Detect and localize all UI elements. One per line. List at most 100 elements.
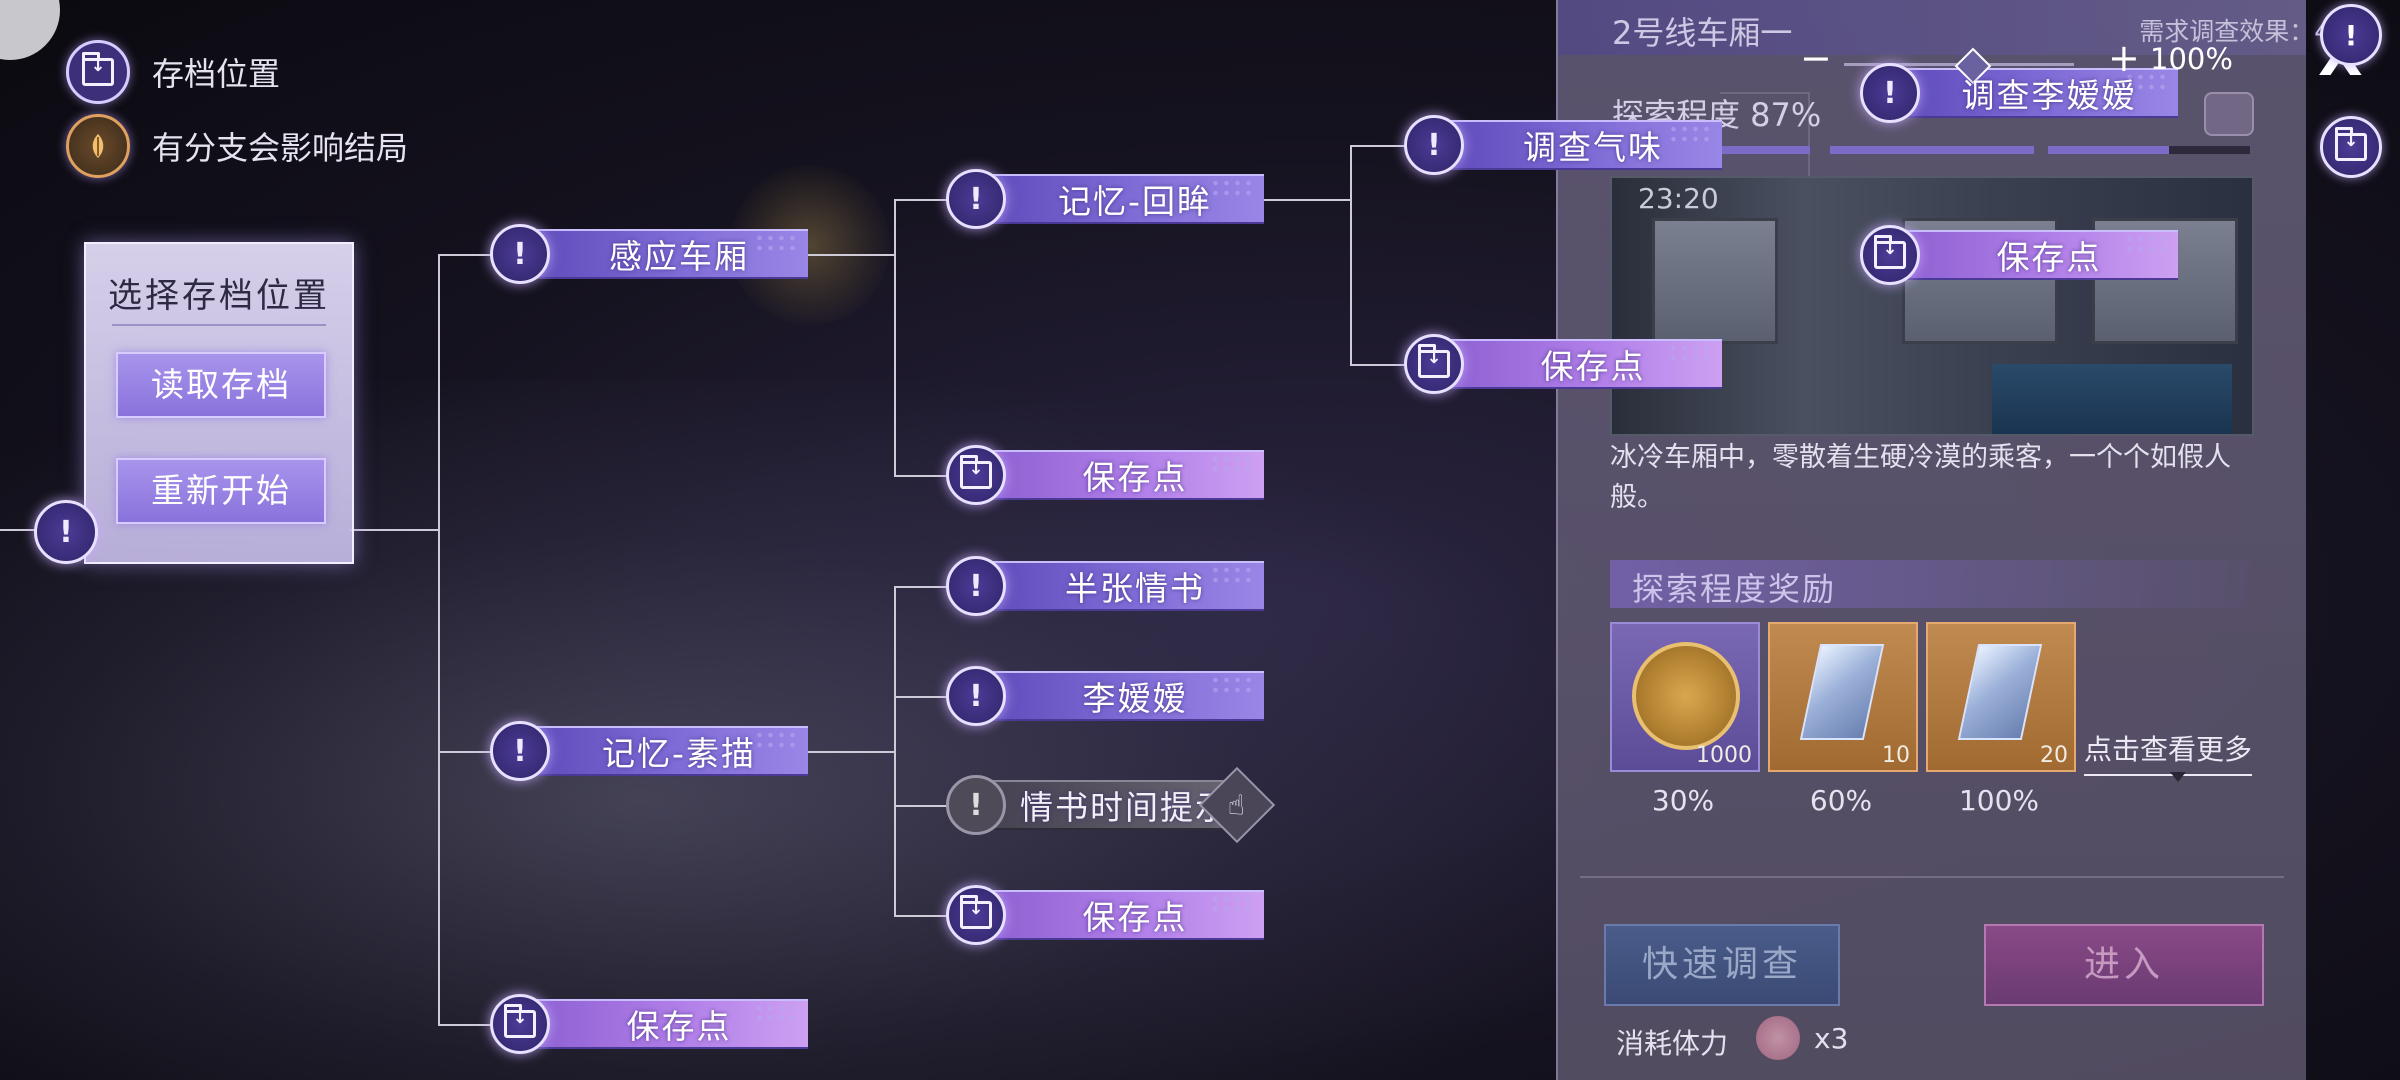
reward-item[interactable]: 20 <box>1926 622 2076 772</box>
connector-line <box>438 254 440 1024</box>
restart-button[interactable]: 重新开始 <box>116 458 326 524</box>
node-sense-car[interactable]: ! 感应车厢 <box>490 224 808 284</box>
folder-icon[interactable] <box>2320 116 2382 178</box>
connector-line <box>894 199 954 201</box>
node-label: 保存点 <box>626 1007 732 1046</box>
connector-line <box>438 1024 498 1026</box>
reward-qty: 20 <box>2040 743 2068 768</box>
connector-line <box>894 475 954 477</box>
node-save-point[interactable]: 保存点 <box>946 445 1264 505</box>
alert-icon: ! <box>946 556 1006 616</box>
alert-icon: ! <box>946 169 1006 229</box>
node-label: 保存点 <box>1996 238 2102 277</box>
progress-segment <box>2048 146 2250 154</box>
legend-branch-label: 有分支会影响结局 <box>152 129 409 167</box>
folder-icon <box>66 40 130 104</box>
alert-icon[interactable]: ! <box>2320 4 2382 66</box>
save-select-popup: 选择存档位置 读取存档 重新开始 <box>84 242 354 564</box>
reward-item[interactable]: 1000 <box>1610 622 1760 772</box>
node-save-point[interactable]: 保存点 <box>1860 225 2178 285</box>
folder-icon <box>946 445 1006 505</box>
node-li-aiai[interactable]: ! 李嫒嫒 <box>946 666 1264 726</box>
zoom-in-button[interactable]: + <box>2108 36 2140 80</box>
divider <box>112 324 326 326</box>
stamina-heart-icon <box>1756 1016 1800 1060</box>
alert-icon: ! <box>946 666 1006 726</box>
node-investigate-li[interactable]: ! 调查李嫒嫒 <box>1860 63 2178 123</box>
node-investigate-smell[interactable]: ! 调查气味 <box>1404 115 1722 175</box>
node-memory-sketch[interactable]: ! 记忆-素描 <box>490 721 808 781</box>
location-description: 冰冷车厢中，零散着生硬冷漠的乘客，一个个如假人般。 <box>1610 442 2231 513</box>
legend-save: 存档位置 <box>66 40 280 104</box>
reward-percent: 30% <box>1651 784 1715 817</box>
node-save-point[interactable]: 保存点 <box>1404 334 1722 394</box>
coin-icon <box>1632 642 1740 750</box>
zoom-out-button[interactable]: − <box>1800 36 1832 80</box>
node-letter-time-hint[interactable]: ! 情书时间提示 ☝ <box>946 766 1276 844</box>
crystal-icon <box>1957 644 2043 740</box>
connector-line <box>808 751 894 753</box>
folder-icon <box>1404 334 1464 394</box>
enter-button[interactable]: 进入 <box>1984 924 2264 1006</box>
panel-toggle-icon[interactable] <box>2204 92 2254 136</box>
panel-header: 2号线车厢一 需求调查效果：42 <box>1558 0 2346 55</box>
alert-icon: ! <box>946 775 1006 835</box>
node-label: 感应车厢 <box>609 237 749 276</box>
node-label: 李嫒嫒 <box>1082 679 1188 718</box>
node-label: 保存点 <box>1082 458 1188 497</box>
progress-segment <box>1830 146 2034 154</box>
node-save-point[interactable]: 保存点 <box>946 885 1264 945</box>
quick-investigate-button[interactable]: 快速调查 <box>1604 924 1840 1006</box>
node-label: 记忆-回眸 <box>1058 182 1212 221</box>
connector-line <box>894 915 954 917</box>
connector-line <box>1350 145 1410 147</box>
connector-line <box>438 254 498 256</box>
folder-icon <box>1860 225 1920 285</box>
reward-item[interactable]: 10 <box>1768 622 1918 772</box>
node-half-letter[interactable]: ! 半张情书 <box>946 556 1264 616</box>
load-save-button[interactable]: 读取存档 <box>116 352 326 418</box>
zoom-control: − + 100% <box>1800 36 2233 85</box>
divider <box>1580 876 2284 878</box>
requirement-text: 需求调查效果：42 <box>2139 17 2346 46</box>
node-memory-glance[interactable]: ! 记忆-回眸 <box>946 169 1264 229</box>
view-more-link[interactable]: 点击查看更多 <box>2084 728 2253 776</box>
popup-title: 选择存档位置 <box>108 276 330 316</box>
connector-line <box>894 696 954 698</box>
node-label: 情书时间提示 <box>1020 788 1230 827</box>
caret-down-icon <box>2170 772 2186 782</box>
preview-seat <box>1992 364 2232 434</box>
node-label: 保存点 <box>1540 347 1646 386</box>
connector-line <box>894 805 954 807</box>
crystal-icon <box>1799 644 1885 740</box>
corner-indicator <box>0 0 60 60</box>
connector-line <box>1350 364 1410 366</box>
legend-branch: 有分支会影响结局 <box>66 114 408 178</box>
node-label: 调查气味 <box>1523 128 1663 167</box>
stamina-cost: x3 <box>1814 1022 1849 1055</box>
connector-line <box>1350 145 1352 365</box>
reward-percent: 60% <box>1809 784 1873 817</box>
node-label: 记忆-素描 <box>602 734 756 773</box>
folder-icon <box>490 994 550 1054</box>
reward-percent: 100% <box>1958 784 2040 817</box>
reward-header-label: 探索程度奖励 <box>1632 570 1837 608</box>
zoom-value: 100% <box>2150 42 2233 76</box>
node-save-point[interactable]: 保存点 <box>490 994 808 1054</box>
connector-line <box>808 254 894 256</box>
alert-icon: ! <box>490 224 550 284</box>
branch-leaf-icon <box>66 114 130 178</box>
root-alert-icon[interactable]: ! <box>34 500 98 564</box>
connector-line <box>350 529 440 531</box>
node-label: 半张情书 <box>1065 569 1205 608</box>
connector-line <box>438 751 498 753</box>
reward-header: 探索程度奖励 <box>1610 560 2250 608</box>
reward-qty: 1000 <box>1696 743 1752 768</box>
preview-window <box>1652 218 1778 344</box>
node-label: 保存点 <box>1082 898 1188 937</box>
alert-icon: ! <box>1860 63 1920 123</box>
panel-title: 2号线车厢一 <box>1612 14 1793 52</box>
location-preview-image: 23:20 <box>1610 176 2254 436</box>
folder-icon <box>946 885 1006 945</box>
alert-icon: ! <box>1404 115 1464 175</box>
